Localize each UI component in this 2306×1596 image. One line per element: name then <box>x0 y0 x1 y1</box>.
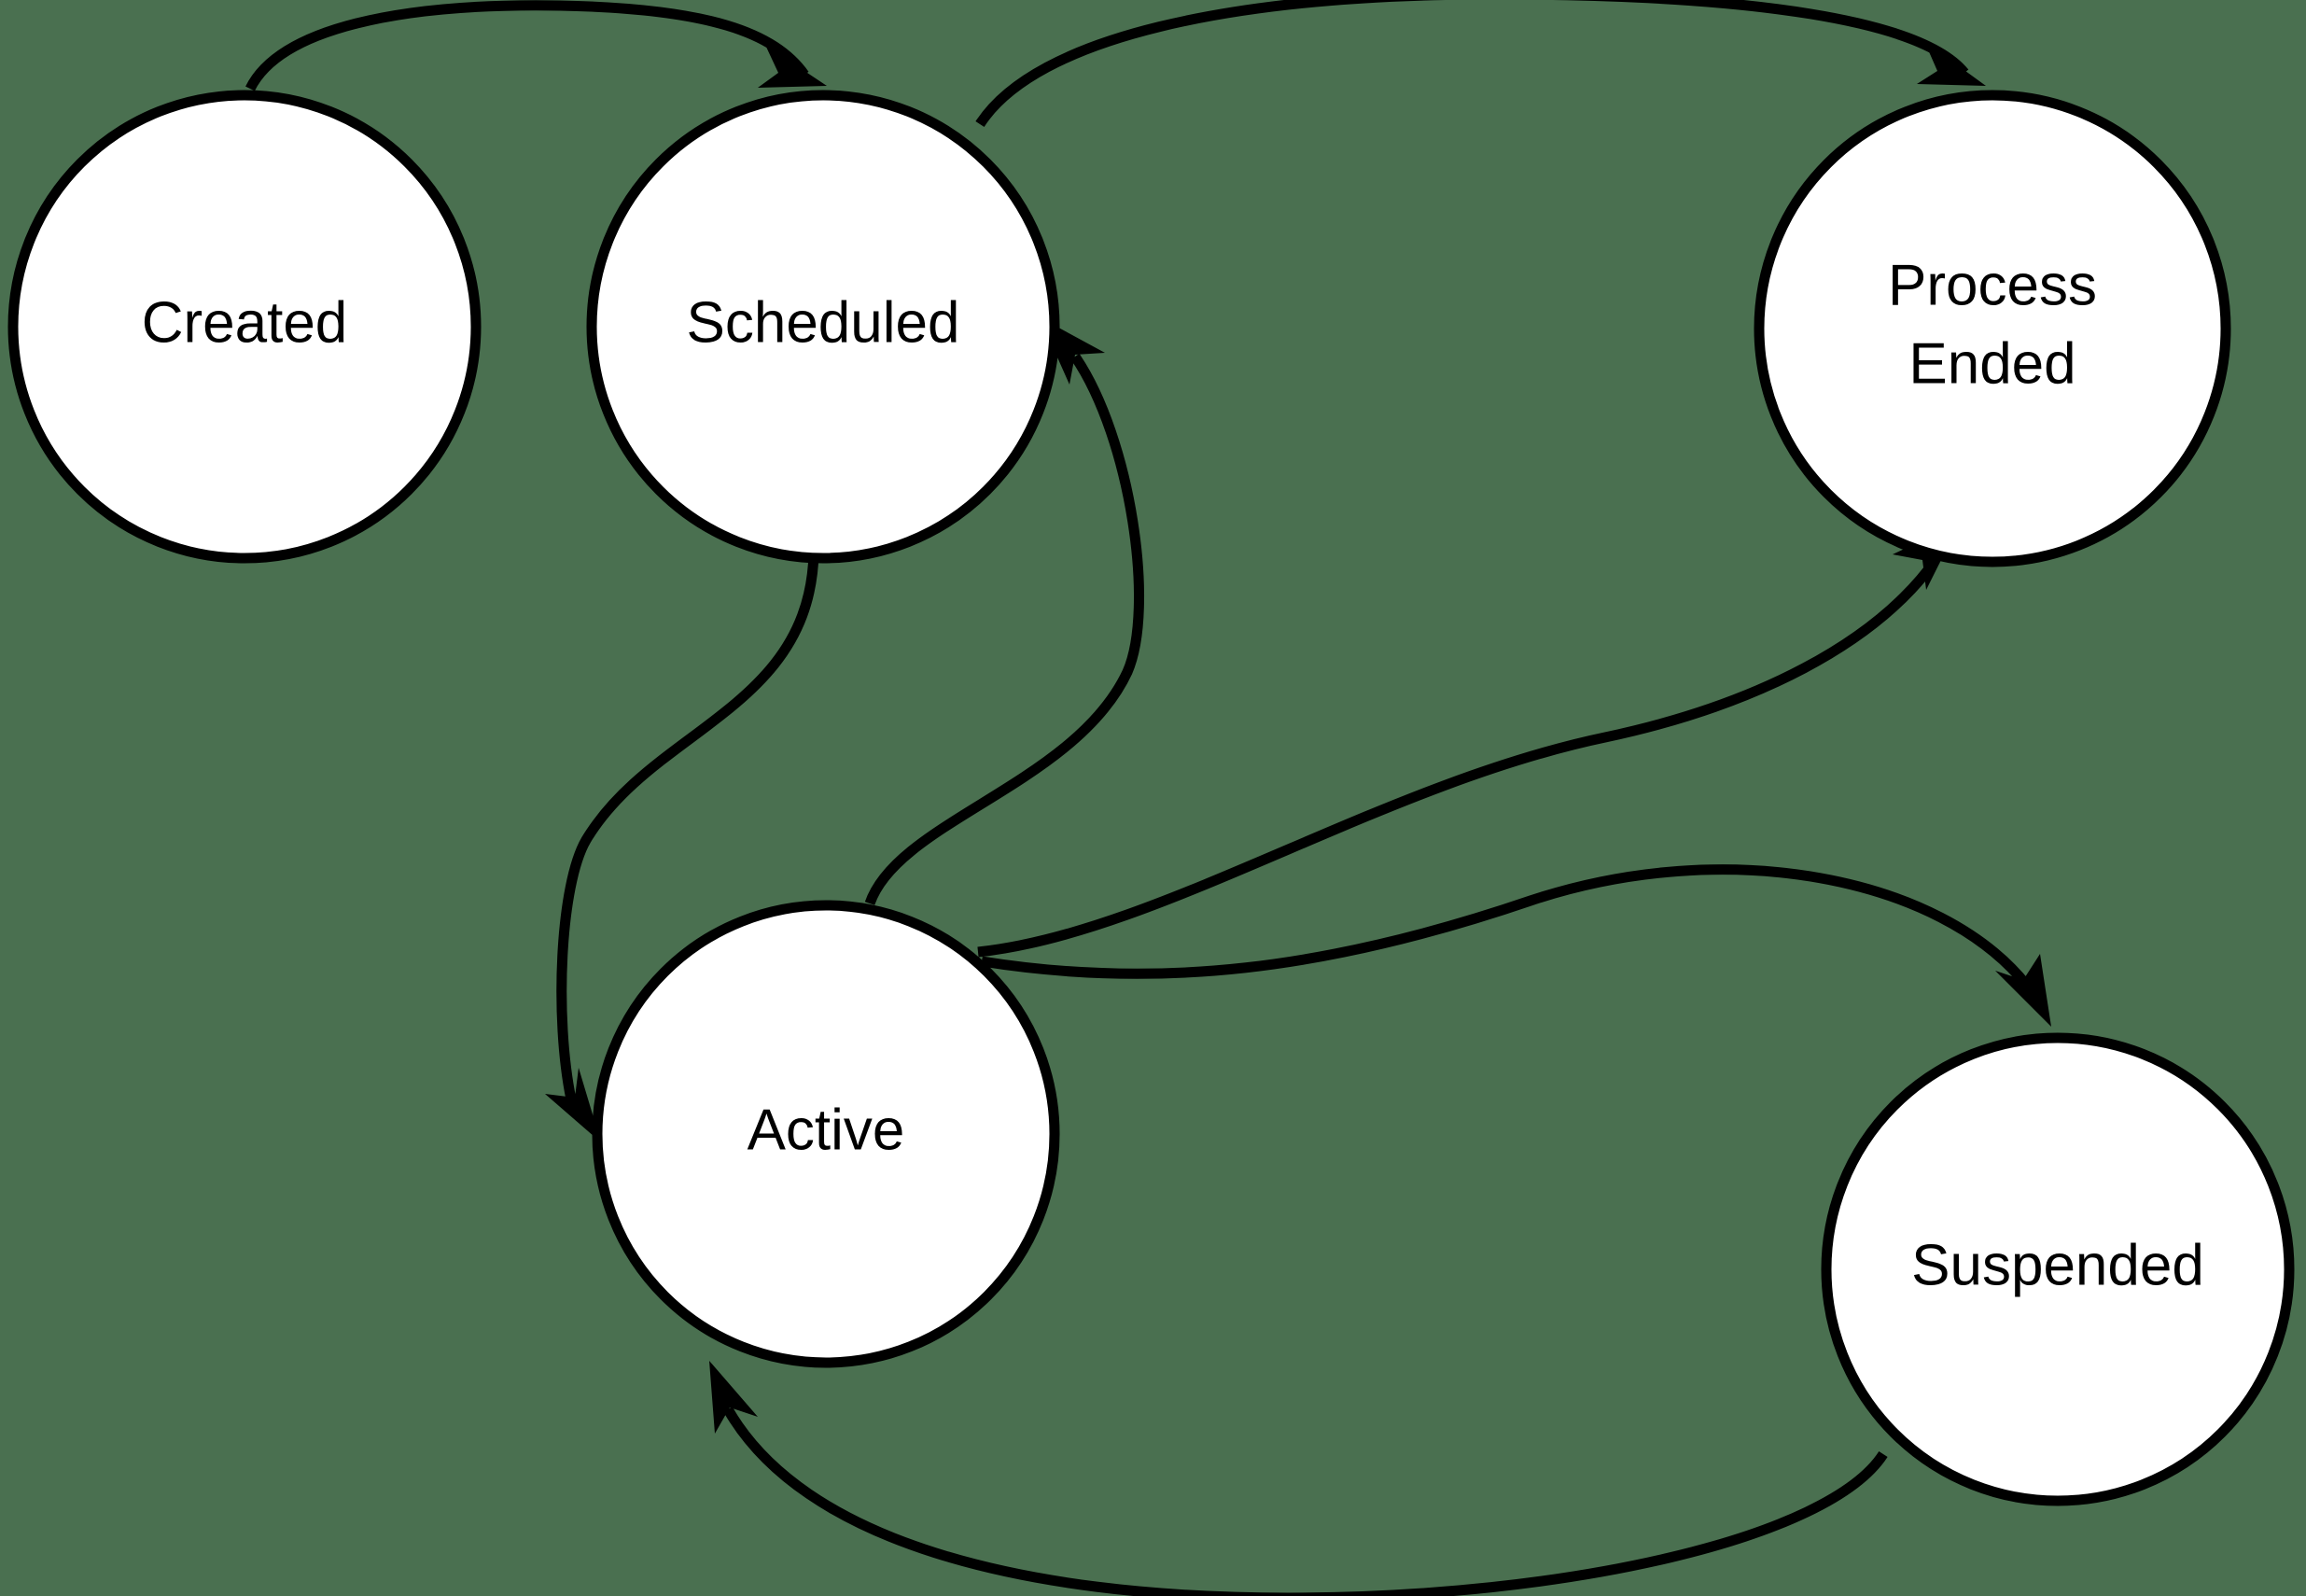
edge-scheduled-to-process-ended <box>975 0 1986 127</box>
node-scheduled[interactable]: Scheduled <box>586 90 1060 564</box>
arrowhead-suspended-to-active <box>709 1361 758 1434</box>
node-suspended[interactable]: Suspended <box>1821 1032 2295 1506</box>
edge-path-active-to-process-ended <box>977 556 1940 958</box>
node-label-created: Created <box>142 290 348 355</box>
edge-path-active-to-scheduled <box>864 353 1144 905</box>
edge-suspended-to-active <box>709 1361 1888 1596</box>
edge-path-created-to-scheduled <box>245 0 809 91</box>
edge-path-scheduled-to-active <box>556 552 819 1101</box>
node-circle-process-ended[interactable] <box>1754 90 2231 567</box>
node-active[interactable]: Active <box>592 900 1060 1368</box>
arrowhead-active-to-suspended <box>1995 954 2051 1027</box>
edge-scheduled-to-active <box>545 552 819 1142</box>
node-created[interactable]: Created <box>7 90 482 564</box>
node-label-scheduled: Scheduled <box>686 290 959 355</box>
node-label-process-ended-line1: Process <box>1888 253 2097 317</box>
arrowhead-scheduled-to-active <box>545 1068 601 1142</box>
node-label-process-ended-line2: Ended <box>1908 331 2075 396</box>
node-circle-suspended[interactable] <box>1821 1032 2295 1506</box>
node-circle-created[interactable] <box>7 90 482 564</box>
node-process-ended[interactable]: Process Ended <box>1754 90 2231 567</box>
arrowhead-scheduled-to-process-ended <box>1917 41 1986 86</box>
node-circle-scheduled[interactable] <box>586 90 1060 564</box>
edge-path-scheduled-to-process-ended <box>975 0 1969 127</box>
node-label-active: Active <box>748 1098 905 1162</box>
edge-path-suspended-to-active <box>723 1407 1888 1596</box>
edge-active-to-process-ended <box>977 523 1960 958</box>
edge-path-active-to-suspended <box>981 864 2032 989</box>
node-label-suspended: Suspended <box>1911 1233 2204 1297</box>
edge-active-to-suspended <box>981 864 2051 1027</box>
edge-created-to-scheduled <box>245 0 827 91</box>
node-circle-active[interactable] <box>592 900 1060 1368</box>
arrowhead-created-to-scheduled <box>758 45 827 88</box>
